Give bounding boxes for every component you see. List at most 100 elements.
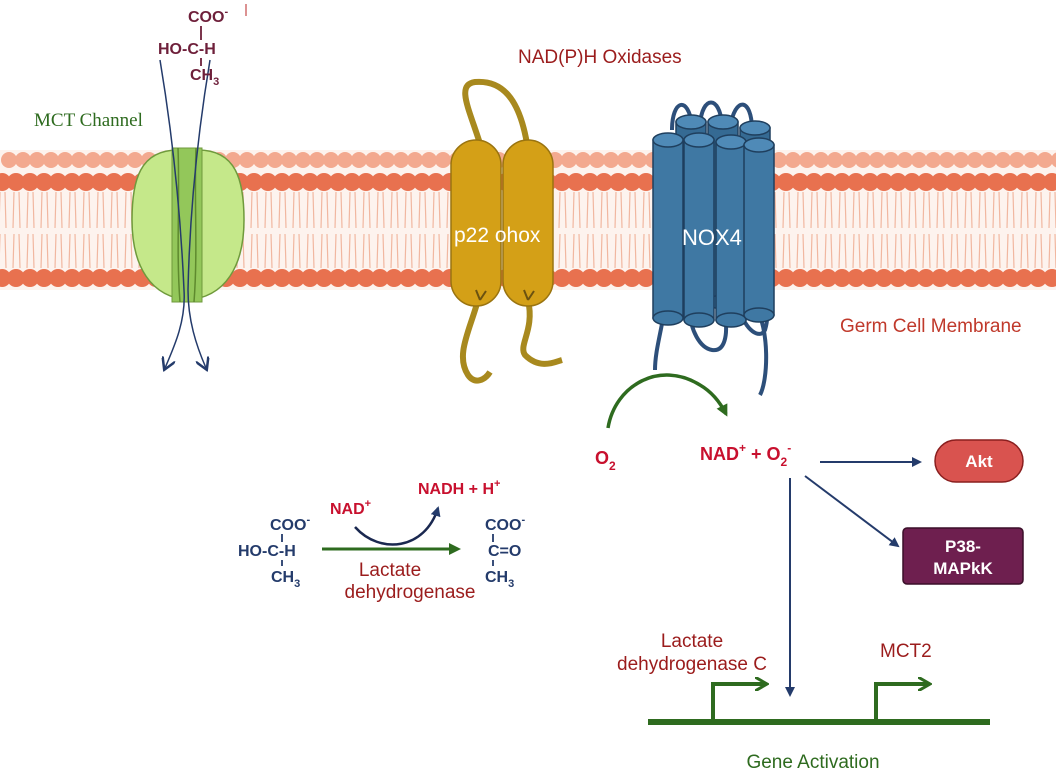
lipid-tail bbox=[788, 233, 791, 269]
lipid-tail bbox=[936, 191, 939, 229]
superoxide-reaction: O2 NAD+ + O2- bbox=[595, 441, 791, 473]
lipid-tail bbox=[880, 191, 883, 229]
lipid-tail bbox=[880, 233, 883, 269]
lipid-head-bottom bbox=[973, 269, 991, 287]
lipid-tail bbox=[984, 191, 987, 229]
lipid-tail bbox=[82, 191, 85, 229]
lipid-head-bottom bbox=[91, 269, 109, 287]
lipid-tail bbox=[250, 233, 253, 269]
lipid-head-back bbox=[421, 152, 437, 168]
lipid-head-back bbox=[323, 152, 339, 168]
lipid-tail bbox=[432, 191, 435, 229]
lipid-head-bottom bbox=[105, 269, 123, 287]
lipid-tail bbox=[852, 233, 855, 269]
lipid-head-bottom bbox=[945, 269, 963, 287]
lipid-tail bbox=[4, 191, 7, 229]
lipid-tail bbox=[844, 191, 847, 229]
svg-text:HO-C-H: HO-C-H bbox=[158, 41, 216, 58]
nox4-helix bbox=[715, 134, 747, 328]
lipid-tail bbox=[586, 191, 589, 229]
lipid-tail bbox=[264, 191, 267, 229]
lipid-head-bottom bbox=[623, 269, 641, 287]
lipid-tail bbox=[774, 191, 777, 229]
lipid-tail bbox=[648, 233, 651, 269]
lipid-head-top bbox=[63, 173, 81, 191]
lipid-head-back bbox=[911, 152, 927, 168]
lipid-head-bottom bbox=[119, 269, 137, 287]
lipid-tail bbox=[284, 191, 287, 229]
lipid-head-top bbox=[329, 173, 347, 191]
lipid-tail bbox=[334, 233, 337, 269]
lipid-tail bbox=[348, 233, 351, 269]
label-cofactor-in: NAD+ bbox=[330, 498, 371, 518]
lipid-tail bbox=[1048, 191, 1051, 229]
label-p38-line1: P38- bbox=[945, 537, 981, 556]
lipid-tail bbox=[1012, 191, 1015, 229]
lipid-tail bbox=[558, 191, 561, 229]
lipid-tail bbox=[18, 191, 21, 229]
lipid-tail bbox=[270, 191, 273, 229]
lipid-tail bbox=[354, 233, 357, 269]
lipid-head-back bbox=[1, 152, 17, 168]
lipid-head-bottom bbox=[343, 269, 361, 287]
lipid-head-back bbox=[897, 152, 913, 168]
lipid-tail bbox=[396, 233, 399, 269]
lipid-tail bbox=[1020, 191, 1023, 229]
lipid-tail bbox=[1026, 191, 1029, 229]
lipid-head-bottom bbox=[399, 269, 417, 287]
lipid-tail bbox=[642, 191, 645, 229]
lipid-head-bottom bbox=[889, 269, 907, 287]
lipid-head-bottom bbox=[861, 269, 879, 287]
pyruvate-formula: COO- C=O CH3 bbox=[485, 514, 525, 590]
lipid-tail bbox=[782, 191, 785, 229]
lipid-head-top bbox=[119, 173, 137, 191]
lipid-head-bottom bbox=[903, 269, 921, 287]
lipid-head-bottom bbox=[637, 269, 655, 287]
lipid-head-back bbox=[995, 152, 1011, 168]
lipid-tail bbox=[572, 233, 575, 269]
lipid-tail bbox=[18, 233, 21, 269]
lipid-head-top bbox=[777, 173, 795, 191]
lipid-tail bbox=[432, 233, 435, 269]
lipid-tail bbox=[824, 191, 827, 229]
lipid-tail bbox=[628, 233, 631, 269]
lipid-tail bbox=[614, 191, 617, 229]
lipid-tail bbox=[970, 191, 973, 229]
lipid-head-back bbox=[337, 152, 353, 168]
lipid-head-bottom bbox=[553, 269, 571, 287]
lipid-head-top bbox=[833, 173, 851, 191]
label-enzyme-line2: dehydrogenase bbox=[345, 582, 476, 603]
lipid-tail bbox=[40, 191, 43, 229]
lipid-head-bottom bbox=[931, 269, 949, 287]
lipid-head-top bbox=[273, 173, 291, 191]
lipid-tail bbox=[908, 233, 911, 269]
lipid-head-bottom bbox=[595, 269, 613, 287]
lipid-head-bottom bbox=[35, 269, 53, 287]
lipid-head-back bbox=[43, 152, 59, 168]
label-germ-cell-membrane: Germ Cell Membrane bbox=[840, 316, 1022, 337]
lipid-tail bbox=[802, 191, 805, 229]
lipid-head-bottom bbox=[49, 269, 67, 287]
lipid-tail bbox=[620, 233, 623, 269]
lipid-head-back bbox=[953, 152, 969, 168]
arrow-to-p38 bbox=[804, 475, 900, 548]
lipid-head-top bbox=[819, 173, 837, 191]
lipid-tail bbox=[376, 233, 379, 269]
lipid-tail bbox=[298, 233, 301, 269]
lipid-tail bbox=[110, 191, 113, 229]
lipid-head-bottom bbox=[567, 269, 585, 287]
lipid-tail bbox=[298, 191, 301, 229]
lipid-tail bbox=[340, 233, 343, 269]
lipid-head-bottom bbox=[959, 269, 977, 287]
lipid-head-back bbox=[981, 152, 997, 168]
lipid-head-top bbox=[959, 173, 977, 191]
lipid-head-back bbox=[883, 152, 899, 168]
lipid-tail bbox=[102, 191, 105, 229]
lipid-head-back bbox=[1009, 152, 1025, 168]
lipid-tail bbox=[922, 233, 925, 269]
lipid-tail bbox=[68, 191, 71, 229]
lipid-tail bbox=[446, 233, 449, 269]
lipid-head-top bbox=[595, 173, 613, 191]
lipid-head-top bbox=[623, 173, 641, 191]
